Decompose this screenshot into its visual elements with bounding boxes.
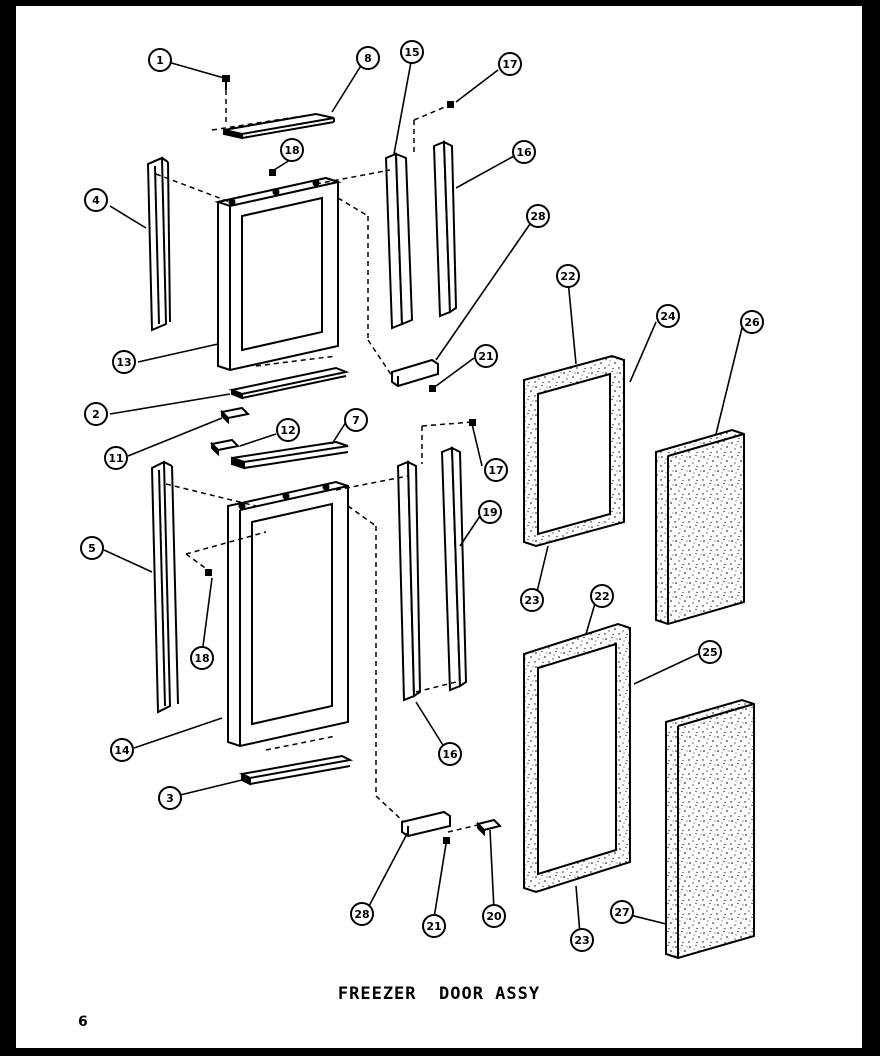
screw-part-21-upper [429, 385, 436, 392]
callout-26: 26 [740, 310, 764, 334]
spacer-part-11 [219, 406, 251, 425]
hinge-plate-part-2 [228, 366, 350, 400]
svg-text:22: 22 [560, 270, 575, 283]
diagram-caption: FREEZER DOOR ASSY [337, 984, 541, 1004]
svg-text:28: 28 [530, 210, 545, 223]
svg-text:16: 16 [516, 146, 532, 159]
callout-16-lower: 16 [438, 742, 462, 766]
door-frame-part-14 [227, 480, 349, 748]
callout-28-upper: 28 [526, 204, 550, 228]
callout-12: 12 [276, 418, 300, 442]
callout-23-lower: 23 [570, 928, 594, 952]
svg-text:21: 21 [478, 350, 493, 363]
svg-text:2: 2 [92, 408, 100, 421]
callout-19: 19 [478, 500, 502, 524]
callout-21-lower: 21 [422, 914, 446, 938]
svg-text:18: 18 [194, 652, 209, 665]
svg-text:7: 7 [352, 414, 360, 427]
page-number: 6 [78, 1014, 88, 1030]
svg-text:22: 22 [594, 590, 609, 603]
callout-24: 24 [656, 304, 680, 328]
svg-text:23: 23 [524, 594, 539, 607]
svg-text:26: 26 [744, 316, 760, 329]
hinge-plate-part-7 [231, 440, 349, 470]
callout-17-lower: 17 [484, 458, 508, 482]
diagram-page: 1 8 15 17 18 4 16 28 13 21 2 11 12 7 17 … [16, 6, 862, 1048]
assembly-lines [155, 90, 483, 833]
callout-17-upper: 17 [498, 52, 522, 76]
bracket-part-28-upper [391, 358, 439, 388]
spacer-part-12 [209, 438, 241, 457]
svg-text:4: 4 [92, 194, 100, 207]
callout-8: 8 [356, 46, 380, 70]
clip-part-20 [476, 818, 502, 837]
svg-text:11: 11 [108, 452, 123, 465]
callout-4: 4 [84, 188, 108, 212]
svg-text:8: 8 [364, 52, 372, 65]
svg-text:20: 20 [486, 910, 502, 923]
callout-22-lower: 22 [590, 584, 614, 608]
callout-27: 27 [610, 900, 634, 924]
callout-20: 20 [482, 904, 506, 928]
callout-3: 3 [158, 786, 182, 810]
callout-18-upper: 18 [280, 138, 304, 162]
side-rail-part-5 [150, 460, 179, 714]
exploded-parts-diagram: 1 8 15 17 18 4 16 28 13 21 2 11 12 7 17 … [80, 40, 764, 960]
callout-11: 11 [104, 446, 128, 470]
svg-text:27: 27 [614, 906, 629, 919]
callout-13: 13 [112, 350, 136, 374]
svg-text:3: 3 [166, 792, 174, 805]
callout-23-upper: 23 [520, 588, 544, 612]
svg-text:14: 14 [114, 744, 130, 757]
svg-text:5: 5 [88, 542, 96, 555]
callout-21-upper: 21 [474, 344, 498, 368]
door-frame-part-13 [214, 176, 342, 372]
leader-lines [103, 61, 743, 935]
callout-1: 1 [148, 48, 172, 72]
svg-text:1: 1 [156, 54, 164, 67]
foam-panel-part-26 [655, 428, 745, 626]
svg-text:25: 25 [702, 646, 717, 659]
foam-panel-part-27 [665, 698, 755, 960]
callout-14: 14 [110, 738, 134, 762]
callout-28-lower: 28 [350, 902, 374, 926]
callout-22-upper: 22 [556, 264, 580, 288]
callout-7: 7 [344, 408, 368, 432]
svg-text:13: 13 [116, 356, 131, 369]
svg-text:21: 21 [426, 920, 441, 933]
svg-text:24: 24 [660, 310, 676, 323]
svg-text:28: 28 [354, 908, 369, 921]
svg-text:18: 18 [284, 144, 299, 157]
bracket-part-28-lower [401, 810, 451, 838]
channel-part-15 [384, 152, 414, 330]
svg-text:23: 23 [574, 934, 589, 947]
callout-18-lower: 18 [190, 646, 214, 670]
svg-text:19: 19 [482, 506, 497, 519]
side-rail-part-4 [146, 156, 171, 332]
svg-text:12: 12 [280, 424, 295, 437]
callout-16-upper: 16 [512, 140, 536, 164]
screw-part-21-lower [443, 837, 450, 844]
callout-2: 2 [84, 402, 108, 426]
channel-part-16-lower [396, 460, 422, 702]
channel-part-16-upper [432, 140, 458, 318]
gasket-frame-lower [523, 622, 631, 894]
hinge-plate-part-3 [238, 754, 354, 786]
svg-text:17: 17 [502, 58, 517, 71]
callout-5: 5 [80, 536, 104, 560]
screw-part-18-upper [269, 169, 276, 176]
channel-part-19 [440, 446, 468, 692]
svg-text:16: 16 [442, 748, 458, 761]
svg-text:15: 15 [404, 46, 419, 59]
svg-text:17: 17 [488, 464, 503, 477]
screw-part-18-lower [205, 569, 212, 576]
callout-15: 15 [400, 40, 424, 64]
gasket-frame-upper [523, 354, 625, 548]
callouts: 1 8 15 17 18 4 16 28 13 21 2 11 12 7 17 … [80, 40, 764, 952]
callout-25: 25 [698, 640, 722, 664]
